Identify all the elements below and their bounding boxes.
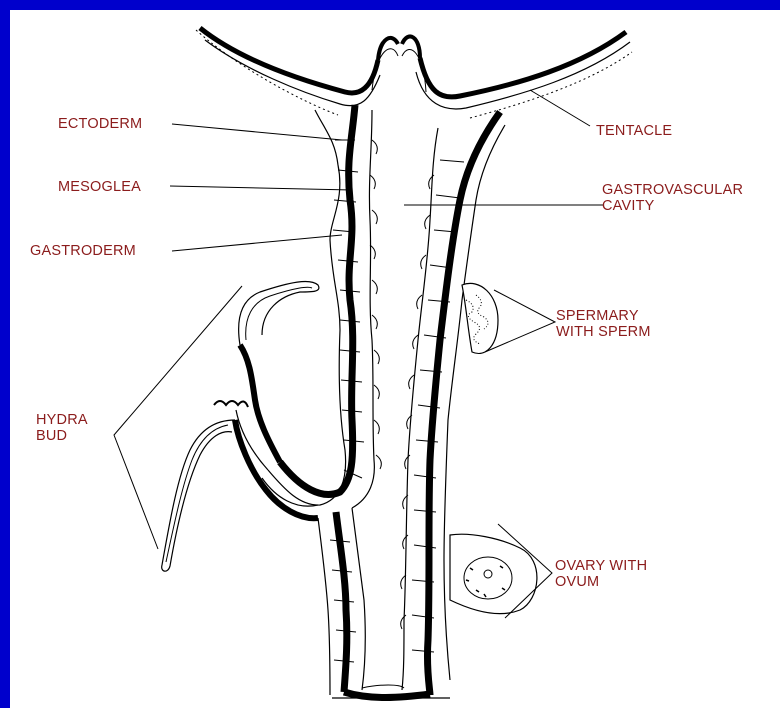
label-mesoglea: MESOGLEA bbox=[58, 179, 141, 195]
hypostome-mouth bbox=[372, 36, 426, 92]
body-wall-left bbox=[268, 105, 381, 508]
hydra-section-diagram bbox=[10, 10, 780, 708]
slide-canvas: ECTODERM MESOGLEA GASTRODERM TENTACLE GA… bbox=[10, 10, 780, 708]
label-hydra-bud-line2: BUD bbox=[36, 428, 88, 444]
tentacle-right bbox=[416, 32, 632, 118]
label-tentacle: TENTACLE bbox=[596, 123, 672, 139]
label-ovary-line1: OVARY WITH bbox=[555, 558, 647, 574]
spermary bbox=[462, 283, 498, 353]
leader-lines bbox=[114, 90, 604, 618]
label-spermary-line1: SPERMARY bbox=[556, 308, 651, 324]
tentacle-left bbox=[196, 28, 380, 115]
label-gastrovascular-line2: CAVITY bbox=[602, 198, 743, 214]
label-ectoderm: ECTODERM bbox=[58, 116, 142, 132]
label-hydra-bud: HYDRA BUD bbox=[36, 412, 88, 444]
hydra-bud bbox=[162, 281, 319, 571]
ovary bbox=[450, 534, 537, 613]
label-ovary: OVARY WITH OVUM bbox=[555, 558, 647, 590]
label-spermary: SPERMARY WITH SPERM bbox=[556, 308, 651, 340]
label-gastrovascular-line1: GASTROVASCULAR bbox=[602, 182, 743, 198]
label-spermary-line2: WITH SPERM bbox=[556, 324, 651, 340]
label-ovary-line2: OVUM bbox=[555, 574, 647, 590]
label-gastrovascular-cavity: GASTROVASCULAR CAVITY bbox=[602, 182, 743, 214]
body-wall-lower-left bbox=[318, 508, 365, 695]
label-hydra-bud-line1: HYDRA bbox=[36, 412, 88, 428]
label-gastroderm: GASTRODERM bbox=[30, 243, 136, 259]
